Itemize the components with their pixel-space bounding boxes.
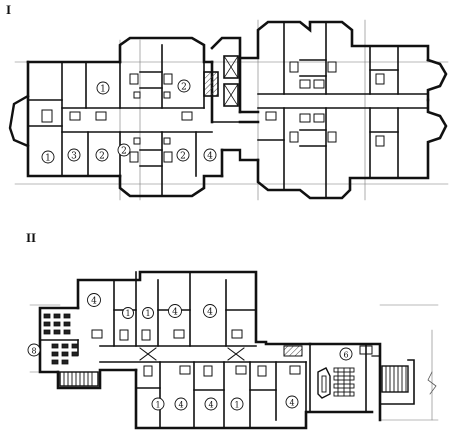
plan-top-left-wing-fixtures [41, 73, 193, 163]
room-mark: 1 [145, 309, 150, 318]
room-mark: 2 [99, 152, 105, 162]
room-mark: 2 [181, 83, 187, 93]
room-mark: 8 [31, 347, 36, 356]
plan-bottom-corridor-stairs [283, 345, 373, 357]
plan-bottom-desks [43, 313, 79, 365]
room-mark: 6 [343, 351, 348, 360]
plan-bottom-partitions [39, 271, 367, 429]
room-mark: 1 [45, 154, 51, 164]
plan-bottom-fixtures [91, 329, 301, 377]
section-label-top: I [6, 2, 12, 17]
room-mark: 4 [178, 401, 183, 410]
section-label-bottom: II [26, 230, 37, 245]
plan-bottom-stair-right [371, 355, 415, 405]
room-mark: 4 [207, 152, 213, 162]
plan-top-left-bay [8, 94, 30, 148]
plan-bottom-stair-left [59, 371, 99, 387]
room-mark: 1 [100, 85, 106, 95]
room-mark: 3 [71, 152, 77, 162]
room-mark: 2 [180, 152, 186, 162]
plan-top-room-marks: 1 2 2 1 3 2 2 4 [41, 79, 217, 164]
plan-bottom-hall [317, 367, 355, 399]
room-mark: 4 [91, 297, 97, 307]
room-mark: 1 [155, 401, 160, 410]
room-mark: 4 [208, 401, 213, 410]
room-mark: 1 [125, 309, 130, 318]
plan-top-right-wing-partitions [257, 21, 429, 199]
plan-top-right-wing-fixtures [265, 61, 385, 147]
room-mark: 2 [121, 147, 127, 157]
plan-bottom-room-marks: 4 1 1 4 4 1 4 4 1 4 6 8 [27, 293, 353, 411]
plan-top-right-wing-walls [238, 20, 448, 200]
break-mark [427, 371, 437, 395]
plan-top [8, 19, 449, 201]
plan-bottom-grid-lines [29, 304, 439, 421]
room-mark: 4 [289, 399, 294, 408]
room-mark: 1 [234, 401, 239, 410]
room-mark: 4 [172, 308, 178, 318]
plan-top-left-wing-partitions [27, 44, 213, 197]
plan-bottom [29, 270, 439, 430]
room-mark: 4 [207, 308, 213, 318]
plan-top-core [203, 36, 260, 162]
